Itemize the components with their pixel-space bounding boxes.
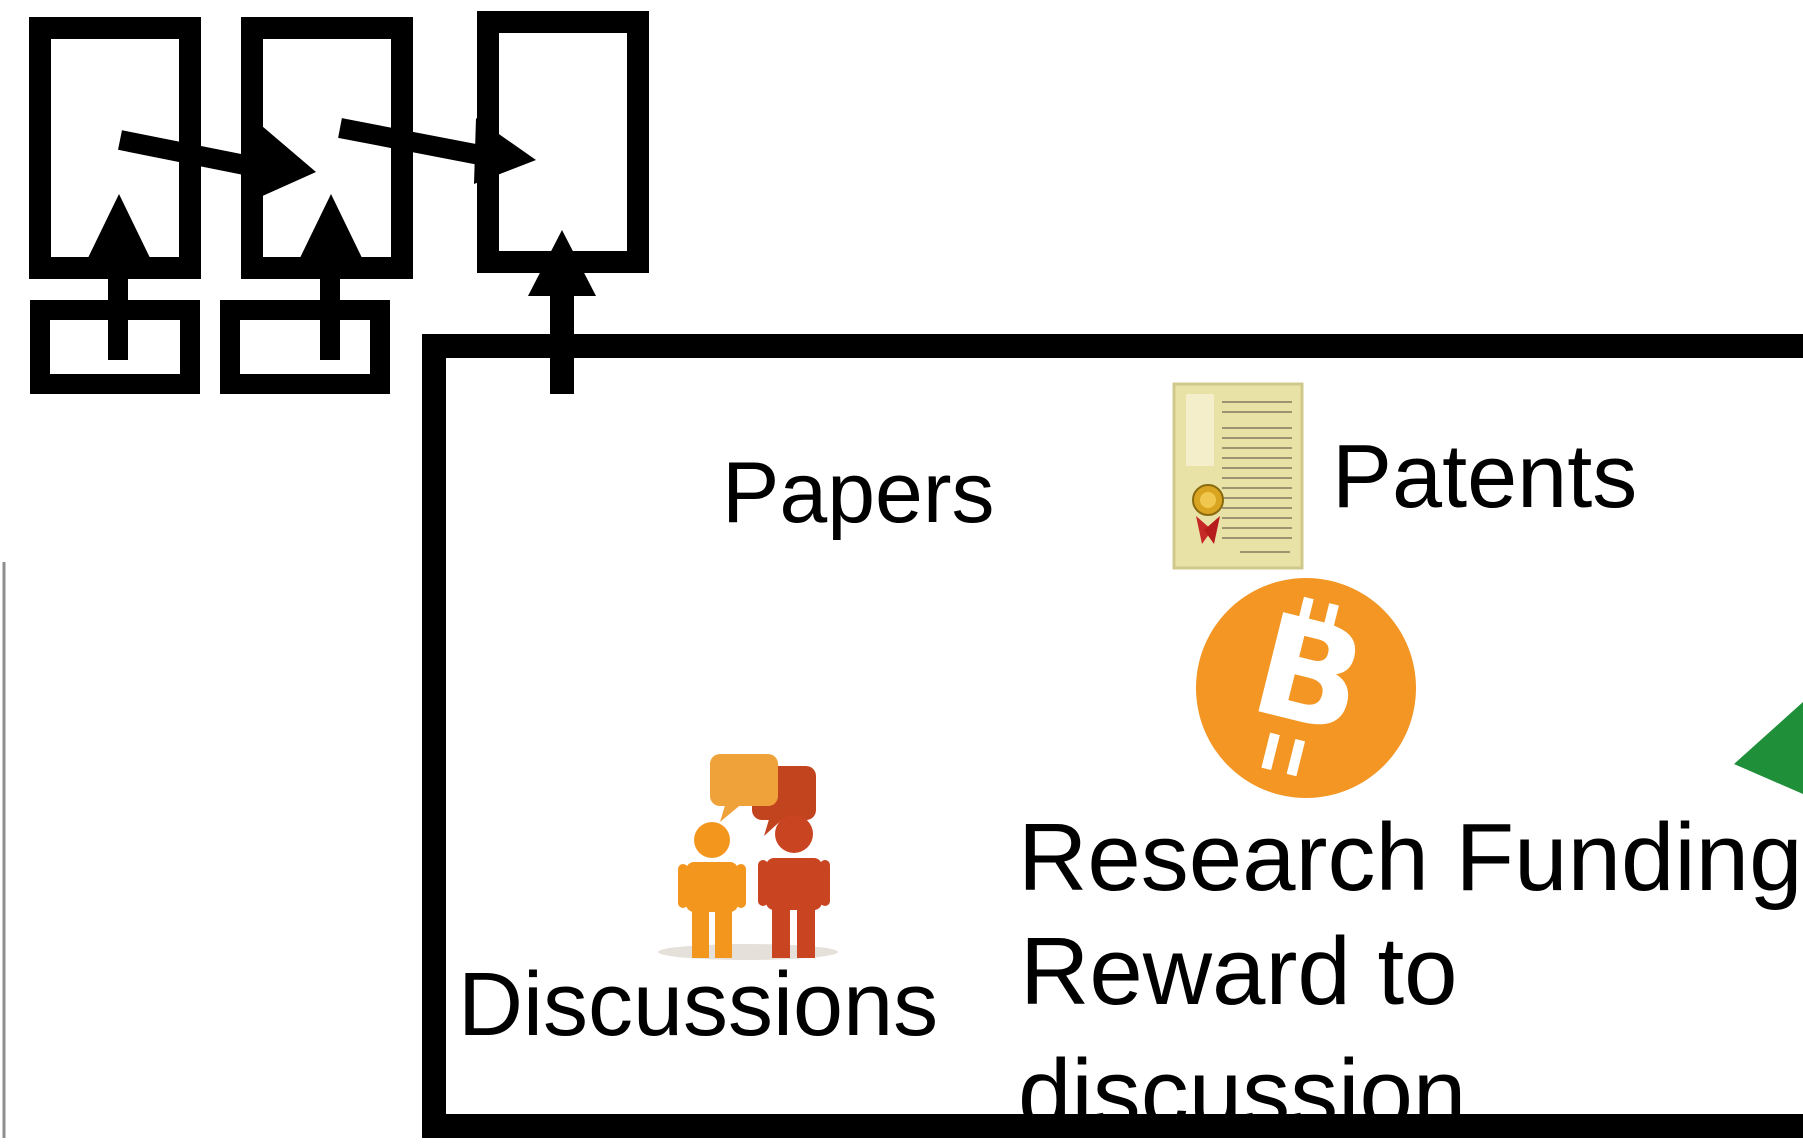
green-triangle-icon: [1734, 702, 1803, 794]
arrowhead-up-3: [528, 230, 596, 296]
flow-arrow-1: [118, 130, 272, 180]
patent-certificate-icon: [1172, 382, 1304, 570]
flow-box-3: [477, 11, 649, 273]
arrowhead-up-1: [86, 194, 152, 262]
papers-label: Papers: [722, 445, 995, 541]
research-funding-label: Research Funding: [1018, 804, 1803, 911]
flow-arrowhead-2: [474, 118, 536, 184]
bitcoin-icon: B: [1196, 578, 1416, 798]
reward-label-line2: discussion: [1018, 1040, 1467, 1147]
flow-arrow-2: [338, 118, 482, 165]
arrowhead-up-2: [298, 194, 364, 262]
main-frame: [422, 334, 1803, 1138]
discussion-people-icon: [658, 754, 838, 960]
input-box-2: [220, 300, 390, 394]
patents-label: Patents: [1332, 427, 1638, 527]
flow-arrowhead-1: [258, 126, 316, 198]
discussions-label: Discussions: [458, 955, 939, 1055]
reward-label-line1: Reward to: [1020, 918, 1458, 1025]
